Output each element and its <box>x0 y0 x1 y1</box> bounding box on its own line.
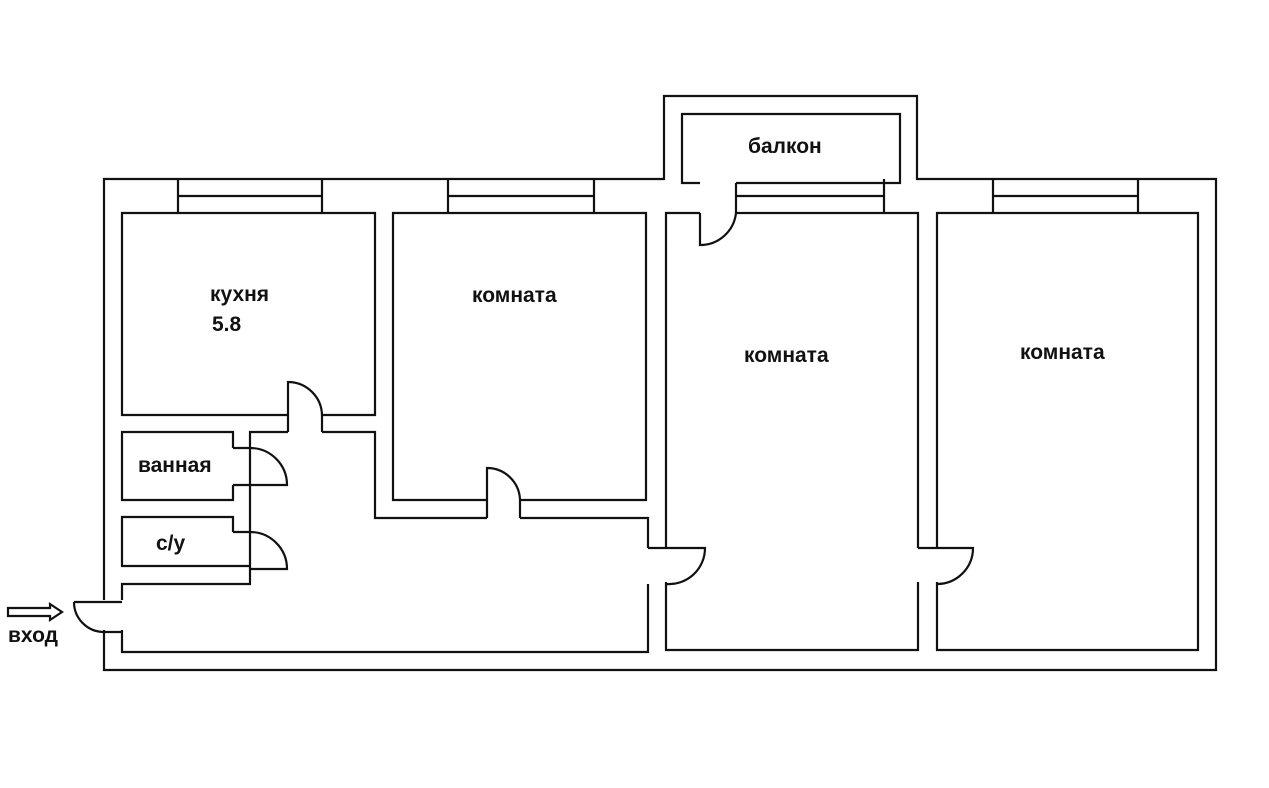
window-room2 <box>734 179 886 213</box>
balcony-label: балкон <box>748 135 822 158</box>
kitchen-door[interactable] <box>286 380 324 432</box>
toilet-label: с/у <box>156 532 186 555</box>
room3-label: комната <box>1020 341 1105 364</box>
kitchen-label: кухня <box>210 283 269 306</box>
window-kitchen <box>176 179 324 213</box>
room2-door[interactable] <box>648 546 707 586</box>
room2-label: комната <box>744 344 829 367</box>
room3-wall <box>935 211 1200 652</box>
toilet-door[interactable] <box>233 530 289 571</box>
room1-label: комната <box>472 284 557 307</box>
room2-wall <box>664 211 920 652</box>
window-room1 <box>446 179 596 213</box>
bathroom-label: ванная <box>138 454 212 477</box>
toilet-wall <box>120 515 250 568</box>
room3-door[interactable] <box>918 546 975 586</box>
room1-wall <box>391 211 648 502</box>
room1-door[interactable] <box>485 466 522 518</box>
corridor-wall <box>120 430 650 654</box>
kitchen-area: 5.8 <box>212 313 242 336</box>
bathroom-door[interactable] <box>233 446 289 487</box>
kitchen-wall <box>120 211 377 417</box>
entrance-door[interactable] <box>72 600 122 634</box>
bathroom-wall <box>120 430 235 502</box>
outer-wall <box>102 94 1218 672</box>
balcony-wall <box>680 112 902 185</box>
window-room3 <box>991 179 1140 213</box>
entrance-arrow-icon <box>6 601 64 623</box>
entrance-label: вход <box>8 624 58 647</box>
